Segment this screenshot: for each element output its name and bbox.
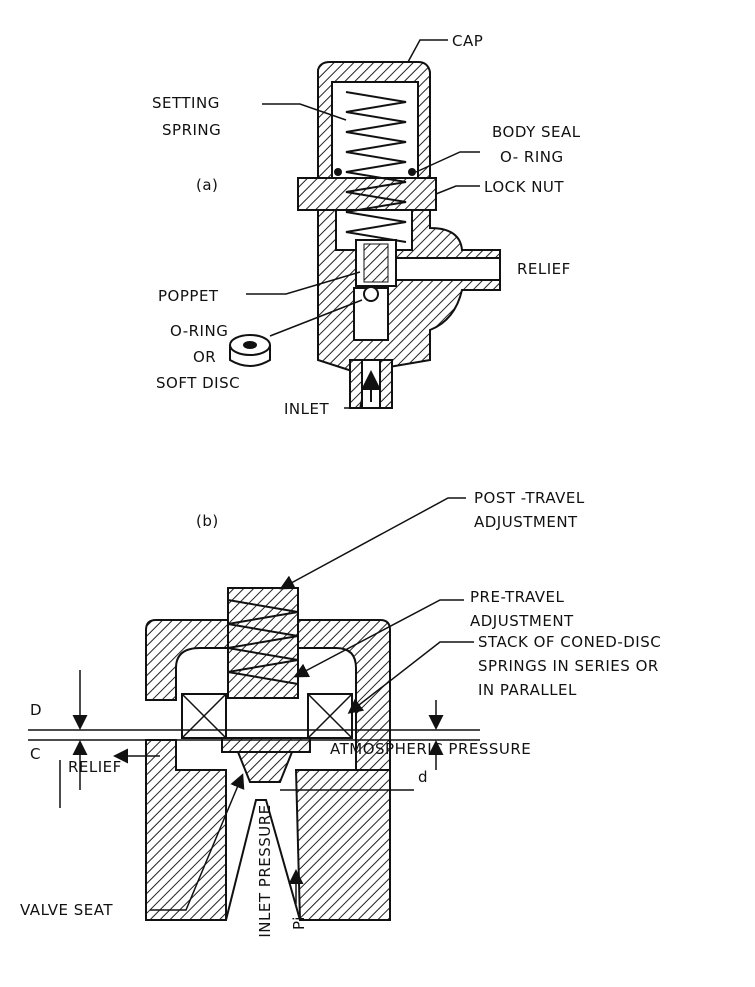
figure-a-drawing	[229, 39, 501, 409]
inlet-cone	[225, 799, 301, 921]
body-seal-oring-left	[334, 168, 342, 176]
poppet-leader	[246, 271, 361, 295]
setting-spring-coil	[345, 91, 407, 243]
body-seal-leader	[415, 151, 480, 173]
housing-lower-right	[294, 769, 391, 921]
label-stack-3: IN PARALLEL	[478, 681, 577, 699]
relief-passage	[395, 257, 501, 281]
label-dim-d: d	[418, 768, 429, 786]
label-inlet: INLET	[284, 400, 330, 418]
label-post-travel-1: POST -TRAVEL	[474, 489, 585, 507]
label-lock-nut: LOCK NUT	[484, 178, 565, 196]
oring-disc-hole	[243, 341, 257, 349]
post-travel-leader	[279, 497, 466, 590]
label-pre-travel-2: ADJUSTMENT	[470, 612, 574, 630]
setting-spring-leader	[262, 103, 347, 121]
label-valve-seat: VALVE SEAT	[20, 901, 114, 919]
figure-b-drawing	[28, 497, 480, 921]
panel-label-b: (b)	[196, 512, 219, 530]
cap-leader	[407, 39, 448, 63]
label-oring-2: OR	[193, 348, 217, 366]
inlet-leader	[344, 397, 363, 409]
screw-threads	[227, 599, 299, 685]
housing-lower	[145, 739, 227, 921]
label-atmospheric: ATMOSPHERIC PRESSURE	[330, 740, 532, 758]
housing-upper	[145, 619, 391, 771]
oring-disc-side	[229, 345, 271, 367]
label-stack-2: SPRINGS IN SERIES OR	[478, 657, 659, 675]
label-oring-3: SOFT DISC	[156, 374, 241, 392]
label-stack-1: STACK OF CONED-DISC	[478, 633, 662, 651]
label-post-travel-2: ADJUSTMENT	[474, 513, 578, 531]
label-body-seal-2: O- RING	[500, 148, 564, 166]
lock-nut-leader	[435, 185, 480, 195]
label-dim-C: C	[30, 745, 41, 763]
lock-nut-shape	[297, 177, 437, 211]
plunger-stem	[236, 751, 294, 783]
valve-seat-leader	[150, 773, 245, 911]
poppet-core	[363, 243, 389, 283]
body-seal-oring-right	[408, 168, 416, 176]
label-inlet-pressure: INLET PRESSURE	[256, 804, 274, 938]
stack-leader	[347, 641, 474, 714]
label-cap: CAP	[452, 32, 484, 50]
label-pi: Pi	[289, 916, 308, 930]
label-body-seal-1: BODY SEAL	[492, 123, 581, 141]
pre-travel-leader	[293, 599, 464, 678]
label-dim-D: D	[30, 701, 43, 719]
panel-label-a: (a)	[196, 176, 219, 194]
label-relief-a: RELIEF	[517, 260, 571, 278]
label-setting-spring-2: SPRING	[162, 121, 222, 139]
label-relief-b: RELIEF	[68, 758, 122, 776]
label-poppet: POPPET	[158, 287, 219, 305]
label-oring-1: O-RING	[170, 322, 229, 340]
label-setting-spring-1: SETTING	[152, 94, 220, 112]
label-pre-travel-1: PRE-TRAVEL	[470, 588, 565, 606]
poppet-ball	[363, 286, 379, 302]
oring-leader	[269, 299, 363, 337]
